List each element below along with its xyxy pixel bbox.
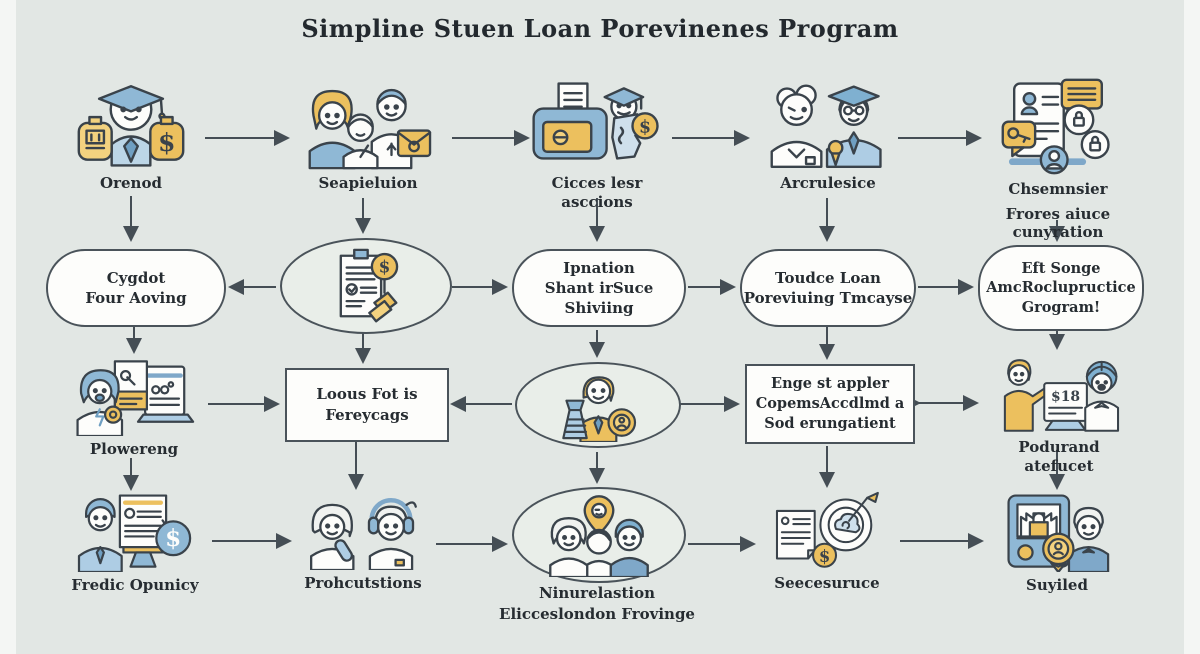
node-label: Elicceslondon Frovinge (499, 604, 695, 623)
node-chsemnsier: Chsemnsier Frores aiuce cunyration (998, 76, 1118, 241)
node-label: Arcrulesice (780, 174, 876, 192)
node-seapieluion: Seapieluion (300, 76, 436, 193)
node-prohcutstions: Prohcutstions (302, 492, 424, 593)
family-group-icon (308, 89, 432, 170)
node-label: Seecesuruce (774, 574, 880, 592)
dollar-glyph: $ (819, 547, 830, 566)
shape-text-line: Shant irSuce Shiviing (544, 278, 654, 318)
node-suyiled: Suyiled (996, 492, 1118, 595)
node-label: Fredic Opunicy (71, 576, 199, 594)
dollar-glyph: $ (379, 257, 391, 277)
node-podurand: $18 Podurand atefucet (984, 352, 1134, 476)
node-ninurelastion-labels: Ninurelastion Elicceslondon Frovinge (499, 584, 695, 624)
sign-amount-text: $18 (1051, 389, 1080, 405)
node-label: Cicces lesr asccions (551, 174, 643, 211)
shape-text-line: Toudce Loan (775, 268, 881, 287)
graduate-money-icon: $ (77, 84, 185, 167)
shape-toudce-loan: Toudce Loan Poreviuing Tmcayse (740, 249, 916, 327)
laptop-graduate-icon: $ (532, 82, 659, 160)
left-edge-band (0, 0, 16, 654)
node-label: Chsemnsier (1008, 180, 1108, 198)
man-trophy-icon (562, 376, 637, 442)
shape-document-oval: $ (280, 238, 452, 334)
node-label: Seapieluion (318, 174, 418, 192)
presenters-sign-icon: $18 (1003, 359, 1120, 432)
documents-chat-icon (1001, 78, 1110, 175)
shape-text-line: Four Aoving (85, 289, 187, 307)
shape-people-oval (512, 487, 686, 583)
node-label: Suyiled (1026, 576, 1088, 594)
right-edge-band (1184, 0, 1200, 654)
man-document-dollar-icon: $ (77, 494, 192, 572)
shape-text-line: Cygdot (106, 268, 166, 287)
node-arcrulesice: Arcrulesice (764, 72, 892, 193)
shape-text-line: Ipnation (563, 258, 635, 277)
box-text-line: CopemsAccdlmd a (755, 394, 905, 412)
dollar-glyph: $ (639, 118, 651, 138)
box-enge: Enge st appler CopemsAccdlmd a Sod erung… (745, 364, 915, 444)
node-seecesuruce: $ Seecesuruce (762, 488, 892, 593)
node-label: Plowereng (89, 440, 179, 458)
node-label: Orenod (100, 174, 162, 192)
dollar-glyph: $ (165, 525, 181, 552)
node-label: Podurand atefucet (1018, 438, 1100, 475)
page-title: Simpline Stuen Loan Porevinenes Program (301, 14, 899, 43)
support-agents-icon (310, 498, 417, 570)
node-orenod: $ Orenod (70, 72, 192, 193)
book-coin-person-icon (1007, 494, 1110, 572)
node-label: Ninurelastion (538, 584, 656, 602)
advisor-graduate-icon (770, 84, 882, 168)
shape-eft-songe: Eft Songe AmcRoclupructice Grogram! (978, 245, 1144, 331)
node-cicces: $ Cicces lesr asccions (528, 74, 666, 212)
shape-cygdot: Cygdot Four Aoving (46, 249, 226, 327)
node-sublabel: Frores aiuce cunyration (1005, 204, 1111, 241)
node-label: Prohcutstions (304, 574, 422, 592)
node-plowereng: Plowereng (72, 356, 196, 459)
shape-text-line: Grogram! (1021, 298, 1101, 316)
box-text-line: Fereycags (325, 406, 409, 424)
shape-man-trophy-oval (515, 362, 681, 448)
analyst-documents-icon (76, 360, 195, 436)
node-fredic: $ Fredic Opunicy (70, 492, 200, 595)
dollar-glyph: $ (158, 127, 175, 157)
box-text-line: Enge st appler (771, 374, 889, 392)
people-location-icon (549, 495, 649, 577)
target-document-icon: $ (775, 491, 879, 568)
box-loous: Loous Fot is Fereycags (285, 368, 449, 442)
shape-text-line: Eft Songe (1021, 259, 1101, 277)
shape-text-line: Poreviuing Tmcayse (743, 289, 913, 307)
box-text-line: Loous Fot is (316, 385, 418, 403)
shape-ipnation: Ipnation Shant irSuce Shiviing (512, 249, 686, 327)
box-text-line: Sod erungatient (764, 415, 896, 433)
document-dollar-stamp-icon: $ (339, 248, 399, 323)
shape-text-line: AmcRoclupructice (986, 279, 1136, 297)
